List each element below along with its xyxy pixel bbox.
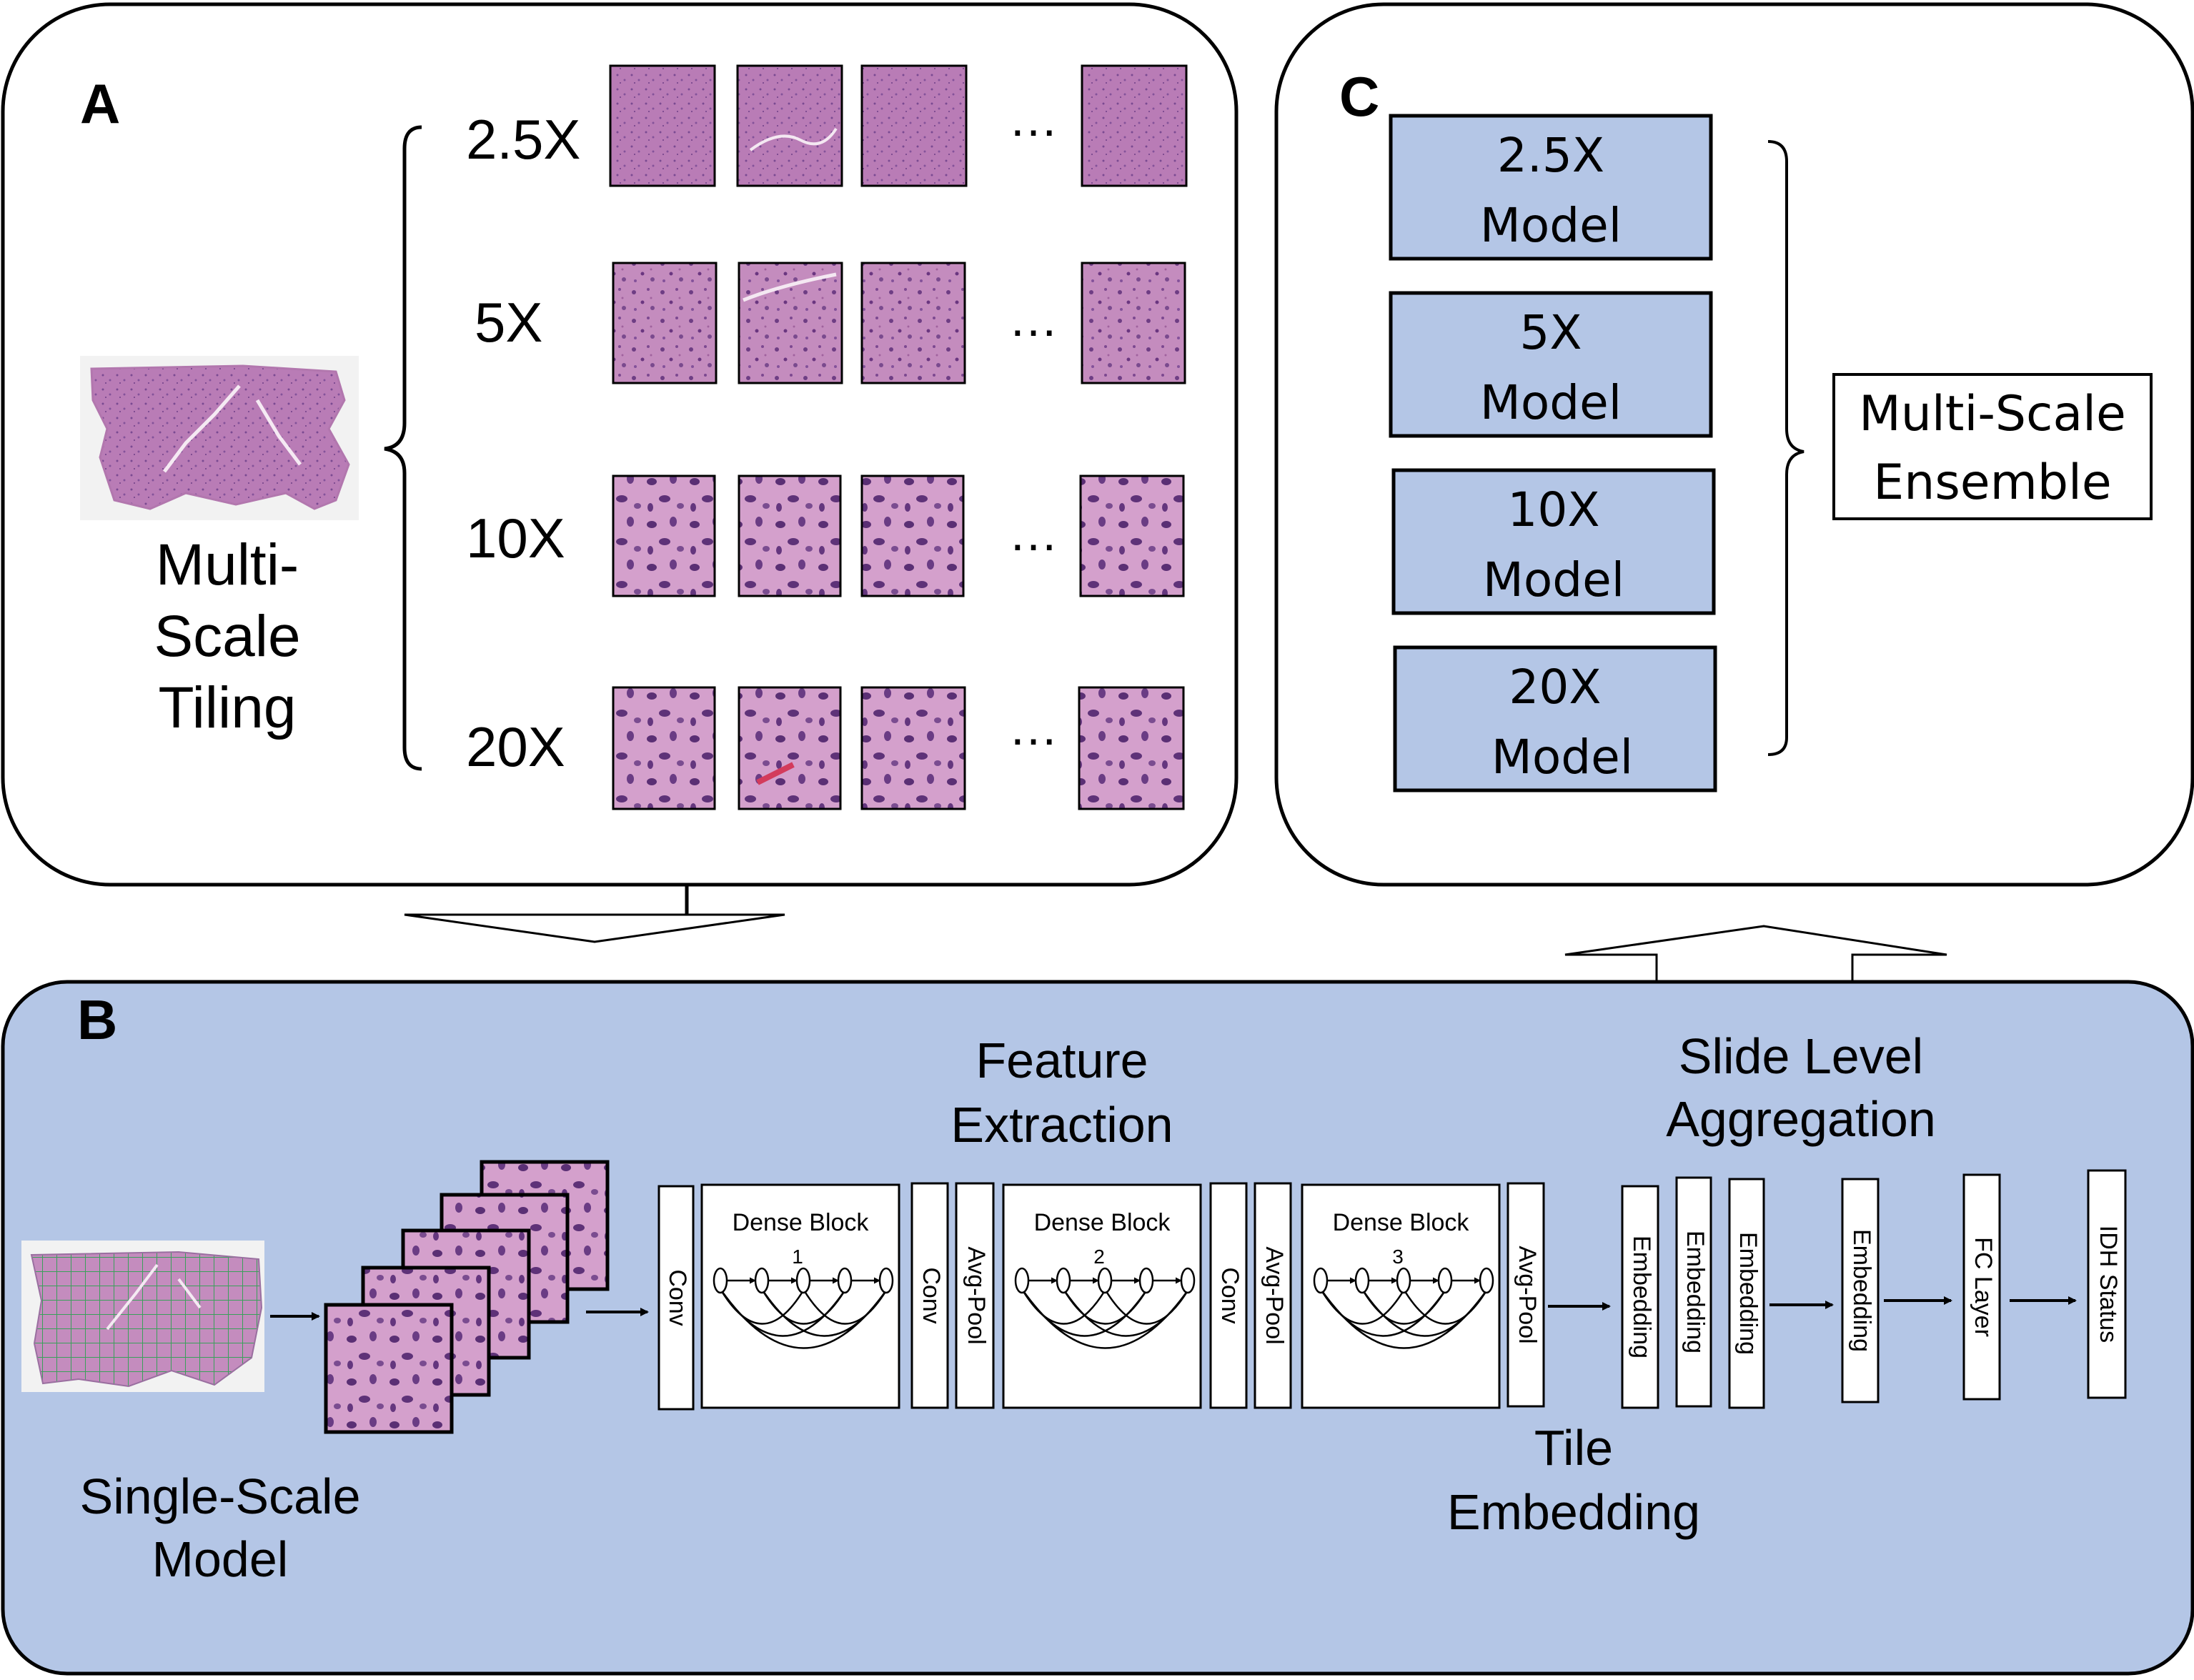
tile — [860, 474, 965, 597]
slide-level-line-1: Slide Level — [1679, 1028, 1923, 1084]
slide-level-line-2: Aggregation — [1666, 1091, 1936, 1147]
svg-text:Conv: Conv — [918, 1267, 945, 1323]
scale-label-10x: 10X — [466, 507, 565, 570]
avg-pool-block-3: Avg-Pool — [1506, 1182, 1545, 1408]
tile — [1079, 474, 1185, 597]
tile — [612, 686, 716, 810]
tile — [738, 474, 842, 597]
tile — [1081, 64, 1188, 187]
tile-stack — [324, 1160, 610, 1434]
panel-a: A Multi- Scale Tiling 2.5X 5X 10X 20X … … — [1, 2, 1239, 887]
row-ellipsis-10x: … — [1008, 505, 1058, 561]
arrow-a-to-b — [404, 885, 785, 943]
scale-label-2-5x: 2.5X — [466, 108, 580, 171]
svg-text:Embedding: Embedding — [1848, 1229, 1875, 1352]
row-ellipsis-20x: … — [1008, 700, 1058, 755]
svg-text:Avg-Pool: Avg-Pool — [1514, 1246, 1541, 1343]
tile — [609, 64, 716, 187]
avg-pool-block-1: Avg-Pool — [955, 1182, 995, 1409]
svg-text:Ensemble: Ensemble — [1873, 454, 2111, 511]
panel-c-letter: C — [1339, 65, 1379, 128]
svg-text:10X: 10X — [1507, 482, 1599, 537]
tiling-caption-line-2: Scale — [154, 604, 300, 669]
tile — [860, 262, 966, 384]
svg-text:5X: 5X — [1519, 305, 1582, 360]
embedding-aggregate-block: Embedding — [1841, 1178, 1880, 1403]
svg-text:Model: Model — [1480, 198, 1622, 253]
tile-embedding-line-2: Embedding — [1447, 1484, 1700, 1540]
row-ellipsis-5x: … — [1008, 291, 1058, 347]
tiling-brace — [384, 125, 422, 771]
dense-block-2: Dense Block 2 — [1002, 1183, 1202, 1409]
svg-text:Multi-Scale: Multi-Scale — [1859, 386, 2126, 442]
conv-block-2: Conv — [910, 1182, 949, 1409]
svg-text:Dense Block: Dense Block — [733, 1209, 870, 1236]
tile — [612, 262, 718, 384]
svg-text:2.5X: 2.5X — [1497, 128, 1604, 183]
tile — [860, 64, 968, 187]
svg-text:Model: Model — [1483, 552, 1624, 607]
whole-slide-image — [80, 356, 359, 520]
embedding-block-1: Embedding — [1621, 1185, 1659, 1409]
feature-extraction-line-1: Feature — [976, 1033, 1148, 1088]
model-box-2-5x: 2.5X Model — [1389, 114, 1713, 261]
tile — [1078, 686, 1185, 810]
arrow-b-to-c — [1564, 925, 1947, 983]
conv-block-3: Conv — [1209, 1182, 1248, 1409]
tile — [860, 686, 966, 810]
svg-text:Conv: Conv — [664, 1269, 691, 1326]
ensemble-brace — [1767, 140, 1805, 756]
dense-block-3: Dense Block 3 — [1301, 1183, 1501, 1409]
dense-block-1: Dense Block 1 — [700, 1183, 900, 1409]
tile — [612, 474, 716, 597]
model-box-20x: 20X Model — [1393, 645, 1717, 792]
tile — [738, 262, 843, 384]
network-pipeline: Conv Conv Avg-Pool Conv Avg-Pool Avg-Pool Embe… — [270, 1169, 2127, 1411]
scale-label-5x: 5X — [475, 291, 542, 354]
svg-text:3: 3 — [1392, 1246, 1404, 1268]
panel-a-letter: A — [80, 72, 120, 135]
tiling-caption-line-1: Multi- — [156, 532, 299, 597]
panel-a-frame — [1, 2, 1239, 887]
svg-text:IDH Status: IDH Status — [2095, 1226, 2122, 1343]
tile — [1081, 262, 1186, 384]
svg-text:Embedding: Embedding — [1734, 1232, 1762, 1355]
tile — [736, 64, 843, 187]
single-scale-line-2: Model — [152, 1531, 289, 1587]
svg-text:Model: Model — [1491, 730, 1633, 785]
svg-text:FC Layer: FC Layer — [1970, 1237, 1997, 1337]
gridded-slide-image — [21, 1241, 264, 1392]
feature-extraction-line-2: Extraction — [950, 1097, 1173, 1153]
svg-text:Embedding: Embedding — [1628, 1236, 1655, 1358]
svg-text:Dense Block: Dense Block — [1034, 1209, 1171, 1236]
single-scale-line-1: Single-Scale — [80, 1468, 361, 1524]
model-box-10x: 10X Model — [1391, 468, 1716, 615]
scale-label-20x: 20X — [466, 715, 565, 778]
conv-block-1: Conv — [657, 1185, 695, 1411]
svg-text:Conv: Conv — [1216, 1267, 1244, 1323]
svg-text:Avg-Pool: Avg-Pool — [963, 1246, 990, 1344]
panel-c: C 2.5X Model 5X Model 10X Model 20X Mode… — [1274, 2, 2194, 887]
embedding-block-2: Embedding — [1675, 1176, 1712, 1408]
ensemble-box: Multi-Scale Ensemble — [1832, 373, 2153, 520]
svg-text:Embedding: Embedding — [1682, 1231, 1709, 1353]
row-ellipsis-2-5x: … — [1008, 91, 1058, 146]
avg-pool-block-2: Avg-Pool — [1254, 1182, 1292, 1409]
idh-status-block: IDH Status — [2087, 1169, 2127, 1399]
svg-text:Model: Model — [1480, 375, 1622, 430]
panel-b-letter: B — [77, 988, 117, 1051]
fc-layer-block: FC Layer — [1962, 1173, 2001, 1401]
svg-text:1: 1 — [792, 1246, 803, 1268]
svg-text:Dense Block: Dense Block — [1333, 1209, 1470, 1236]
svg-text:Avg-Pool: Avg-Pool — [1261, 1246, 1288, 1344]
svg-text:20X: 20X — [1509, 660, 1601, 715]
tiling-caption-line-3: Tiling — [159, 675, 297, 740]
embedding-block-3: Embedding — [1728, 1178, 1765, 1409]
svg-text:2: 2 — [1093, 1246, 1105, 1268]
tile-embedding-line-1: Tile — [1534, 1420, 1613, 1476]
model-box-5x: 5X Model — [1389, 291, 1713, 438]
tile — [738, 686, 842, 810]
